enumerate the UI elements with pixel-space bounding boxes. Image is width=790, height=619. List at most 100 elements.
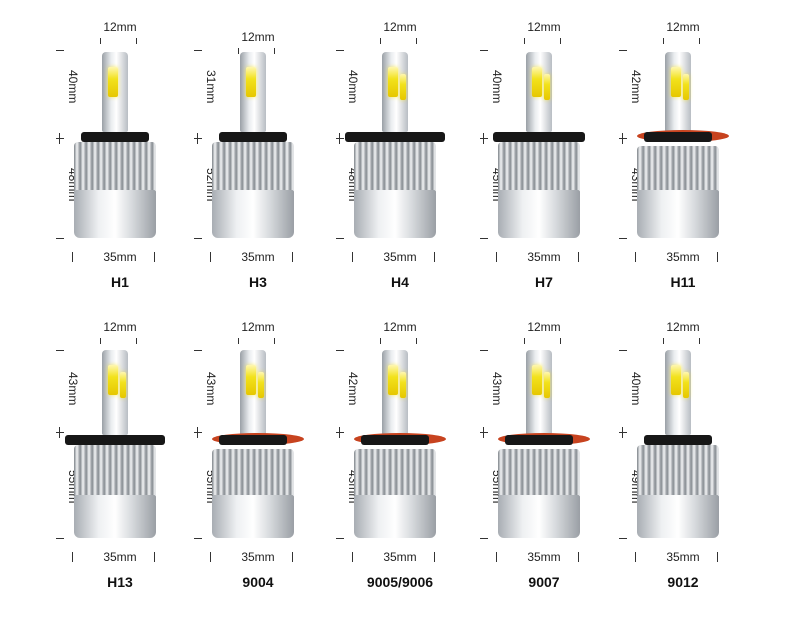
shaft-width-label: 12mm	[527, 20, 561, 34]
width-tick	[578, 252, 579, 262]
led-chip	[683, 74, 689, 100]
length-tick	[619, 50, 627, 51]
cooling-fins	[637, 445, 719, 495]
led-chip	[120, 372, 126, 398]
led-chip	[683, 372, 689, 398]
width-tick	[717, 252, 718, 262]
width-tick	[380, 338, 381, 344]
length-tick	[194, 538, 202, 539]
width-tick	[136, 38, 137, 44]
length-tick	[336, 138, 344, 139]
length-tick	[336, 238, 344, 239]
length-tick	[56, 350, 64, 351]
led-chip	[258, 372, 264, 398]
bulb-model-name: 9004	[242, 574, 274, 590]
width-tick	[238, 48, 239, 54]
width-tick	[238, 338, 239, 344]
width-tick	[210, 252, 211, 262]
width-tick	[154, 552, 155, 562]
length-tick	[622, 133, 623, 144]
length-tick	[339, 133, 340, 144]
bulb-base	[345, 132, 445, 142]
bulb-model-name: H11	[670, 274, 696, 290]
led-chip	[671, 365, 681, 395]
length-tick	[59, 133, 60, 144]
width-tick	[524, 38, 525, 44]
led-chip	[246, 365, 256, 395]
bulb-base	[644, 435, 712, 445]
upper-length-label: 43mm	[490, 372, 504, 406]
led-chip	[532, 67, 542, 97]
led-chip	[671, 67, 681, 97]
width-tick	[416, 338, 417, 344]
length-tick	[480, 350, 488, 351]
cooling-fins	[212, 449, 294, 495]
shaft-width-label: 12mm	[666, 320, 700, 334]
led-chip	[544, 372, 550, 398]
base-width-label: 35mm	[241, 550, 275, 564]
width-tick	[699, 338, 700, 344]
bulb-base	[493, 132, 585, 142]
width-tick	[560, 38, 561, 44]
bulb-base	[65, 435, 165, 445]
width-tick	[292, 252, 293, 262]
upper-length-label: 40mm	[66, 70, 80, 104]
length-tick	[56, 138, 64, 139]
upper-length-label: 42mm	[346, 372, 360, 406]
base-width-label: 35mm	[103, 250, 137, 264]
length-tick	[619, 138, 627, 139]
length-tick	[483, 427, 484, 438]
base-width-label: 35mm	[666, 550, 700, 564]
width-tick	[352, 552, 353, 562]
heatsink-body	[74, 495, 156, 538]
shaft-width-label: 12mm	[527, 320, 561, 334]
bulb-model-name: 9007	[528, 574, 560, 590]
width-tick	[496, 252, 497, 262]
heatsink-body	[74, 190, 156, 238]
upper-length-label: 40mm	[490, 70, 504, 104]
shaft-width-label: 12mm	[383, 20, 417, 34]
length-tick	[194, 138, 202, 139]
width-tick	[663, 338, 664, 344]
cooling-fins	[74, 445, 156, 495]
upper-length-label: 31mm	[204, 70, 218, 104]
length-tick	[480, 50, 488, 51]
bulb-model-name: 9012	[667, 574, 699, 590]
led-chip	[544, 74, 550, 100]
width-tick	[352, 252, 353, 262]
bulb-base	[219, 132, 287, 142]
upper-length-label: 43mm	[66, 372, 80, 406]
base-width-label: 35mm	[666, 250, 700, 264]
width-tick	[210, 552, 211, 562]
base-width-label: 35mm	[527, 250, 561, 264]
width-tick	[699, 38, 700, 44]
bulb-base	[644, 132, 712, 142]
bulb-model-name: H7	[535, 274, 553, 290]
led-chip	[532, 365, 542, 395]
bulb-model-name: H4	[391, 274, 409, 290]
shaft-width-label: 12mm	[383, 320, 417, 334]
length-tick	[480, 432, 488, 433]
length-tick	[194, 432, 202, 433]
heatsink-body	[354, 495, 436, 538]
width-tick	[72, 552, 73, 562]
base-width-label: 35mm	[527, 550, 561, 564]
width-tick	[100, 38, 101, 44]
width-tick	[274, 338, 275, 344]
heatsink-body	[212, 190, 294, 238]
length-tick	[480, 238, 488, 239]
length-tick	[619, 538, 627, 539]
length-tick	[56, 50, 64, 51]
cooling-fins	[637, 146, 719, 190]
length-tick	[480, 538, 488, 539]
width-tick	[717, 552, 718, 562]
width-tick	[380, 38, 381, 44]
